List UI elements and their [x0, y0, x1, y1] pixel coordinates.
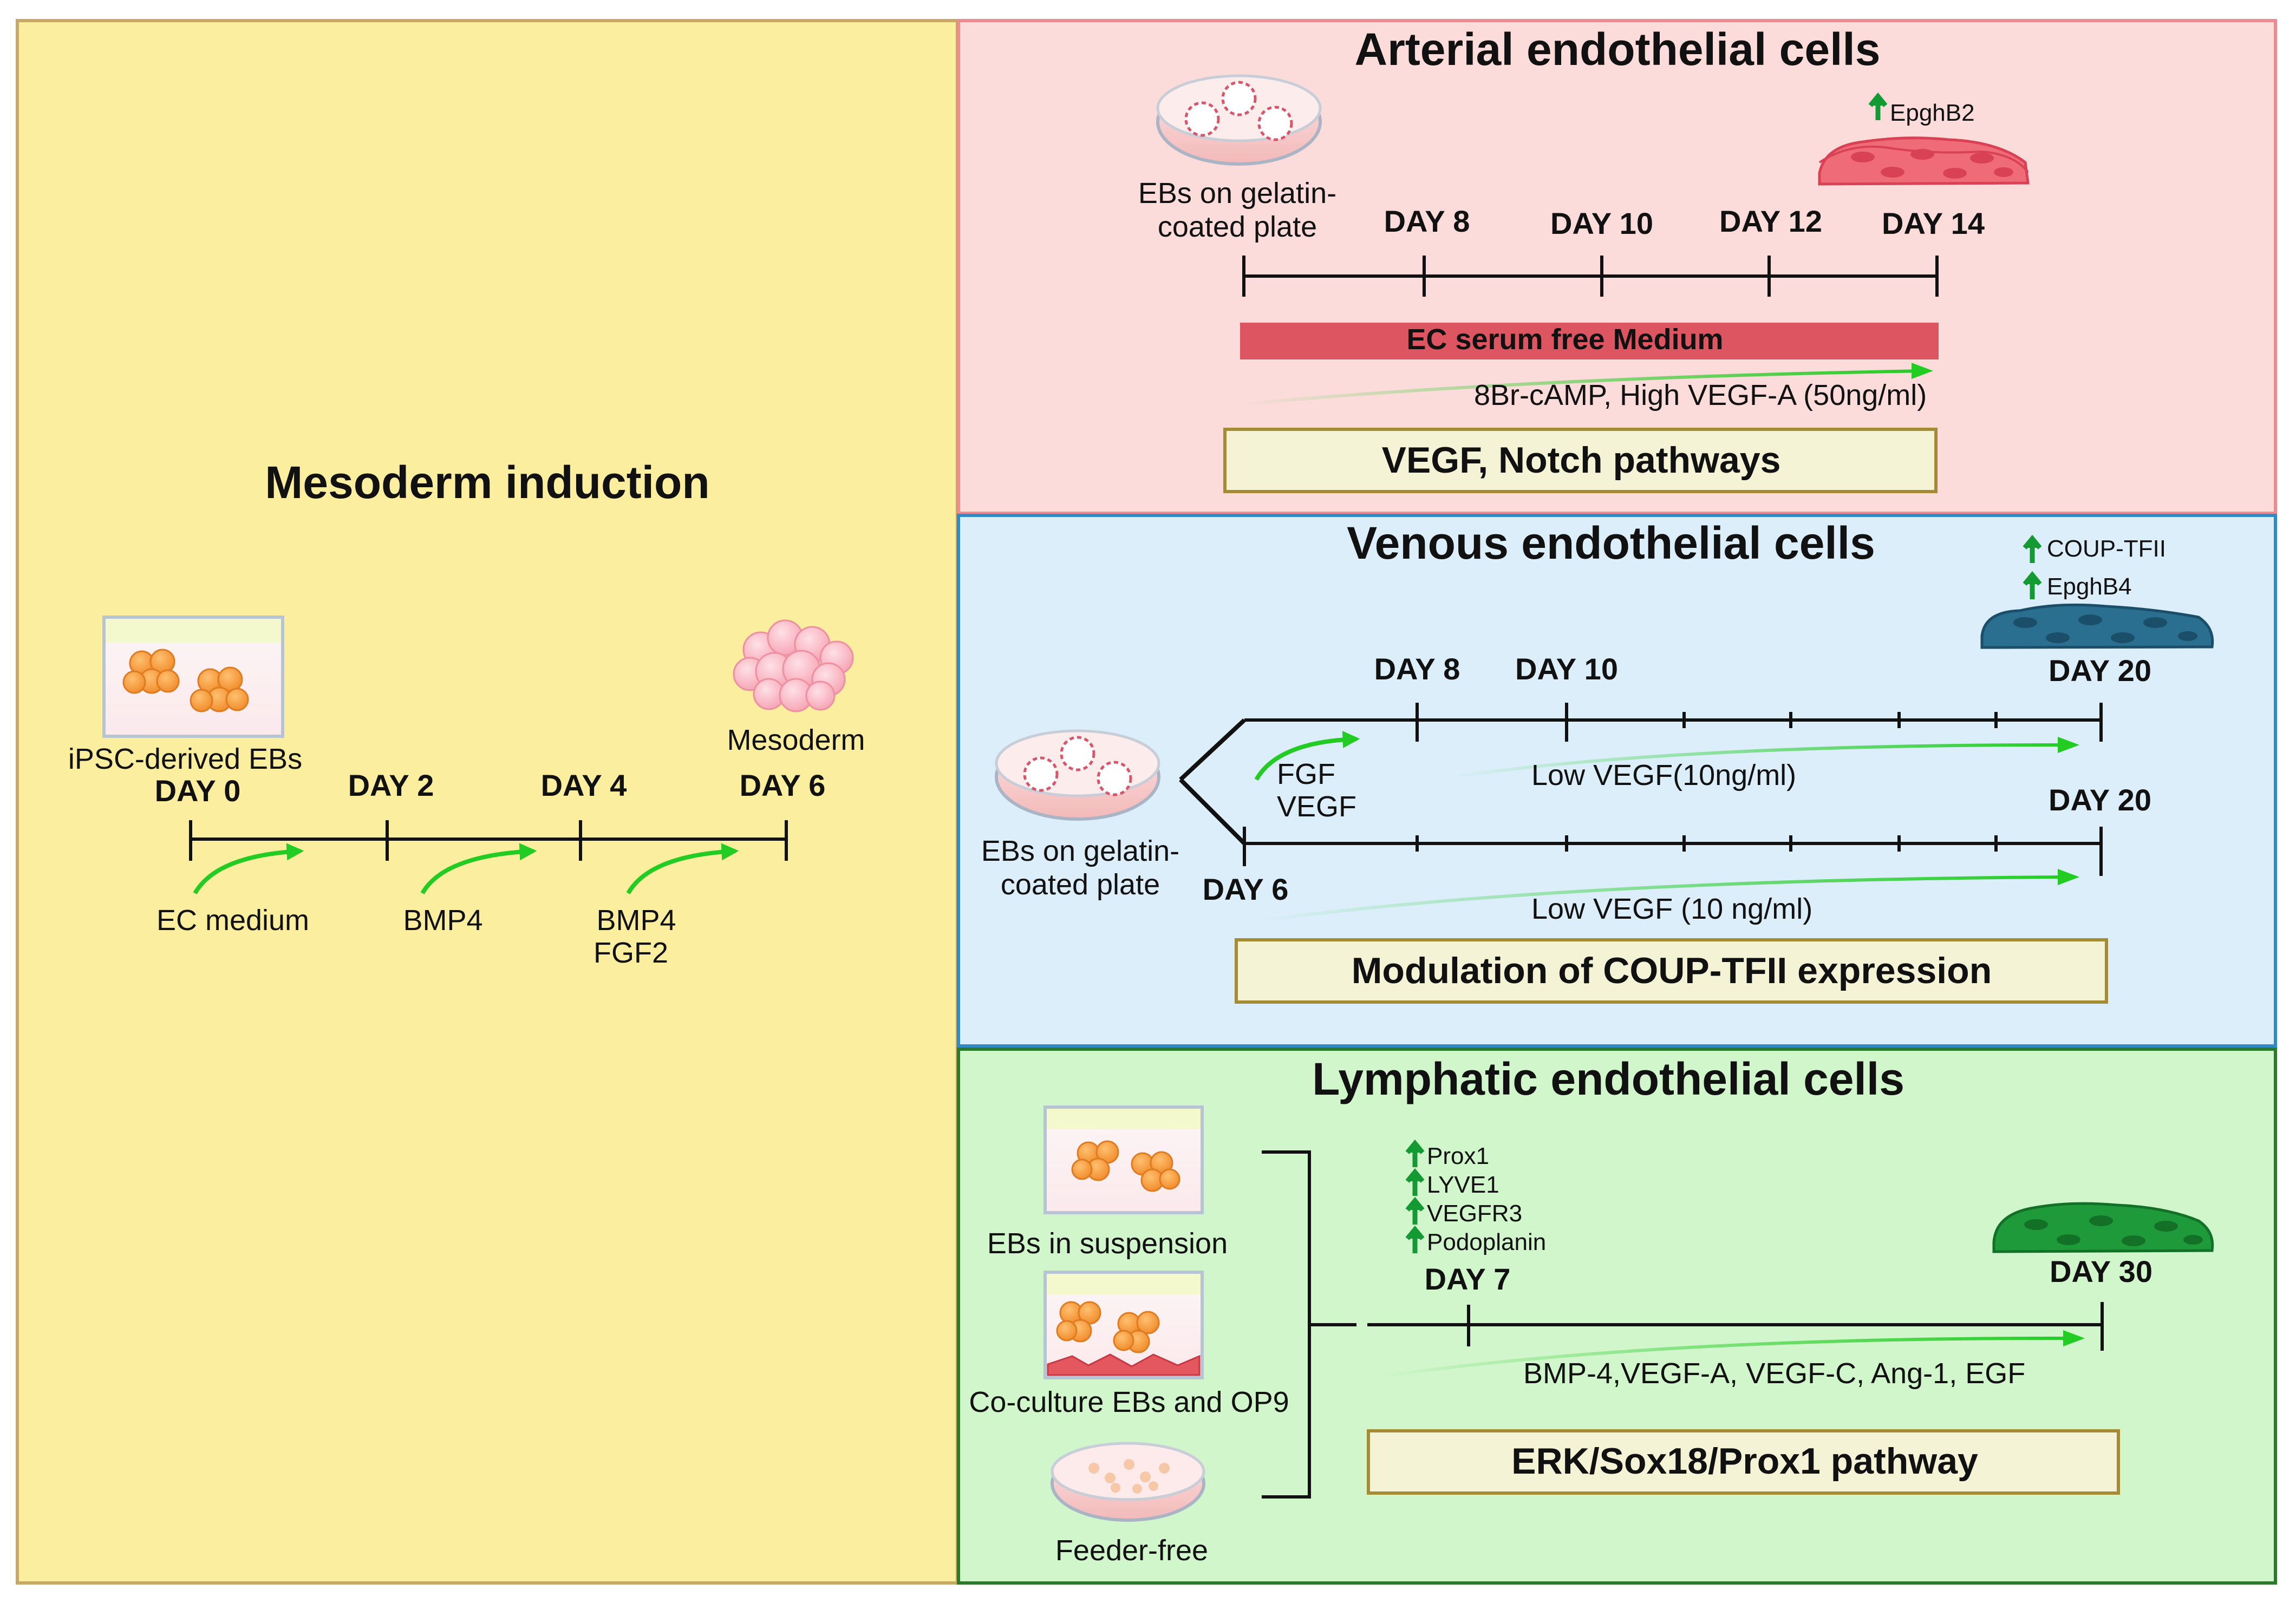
arterial-plate-label-2: coated plate [1158, 211, 1317, 243]
arterial-cells-icon [1818, 136, 2030, 186]
venous-upper-day-8: DAY 8 [1374, 652, 1460, 686]
method-ebs-suspension: EBs in suspension [987, 1227, 1228, 1260]
arterial-marker: EpghB2 [1890, 100, 1975, 126]
lymphatic-day-7: DAY 7 [1425, 1262, 1511, 1296]
arterial-day-14: DAY 14 [1882, 206, 1985, 240]
arterial-plate-label-1: EBs on gelatin- [1138, 177, 1336, 210]
marker-prox1: Prox1 [1427, 1143, 1489, 1169]
arterial-timeline [1242, 256, 1939, 297]
venous-upper-timeline [1244, 703, 2103, 742]
arterial-pathway-box [1223, 428, 1938, 493]
venous-panel: Venous endothelial cells COUP-TFII EpghB… [957, 514, 2277, 1048]
method-coculture-op9: Co-culture EBs and OP9 [969, 1386, 1289, 1418]
venous-lower-factors-arrow-icon [1261, 875, 2069, 922]
lymphatic-pathway: ERK/Sox18/Prox1 pathway [1511, 1441, 1978, 1482]
medium-bar [1240, 323, 1939, 359]
venous-cells-icon [1980, 603, 2214, 649]
venous-title: Venous endothelial cells [1347, 518, 1875, 568]
up-arrow-icon [1405, 1196, 1425, 1225]
mesoderm-label: Mesoderm [727, 724, 865, 756]
lymphatic-panel: Lymphatic endothelial cells EBs in suspe… [957, 1048, 2277, 1585]
method-feeder-free: Feeder-free [1055, 1534, 1208, 1567]
venous-petri-dish-icon [995, 729, 1160, 821]
methods-bracket [1262, 1150, 1356, 1499]
venous-lower-day-6: DAY 6 [1203, 872, 1289, 906]
lymphatic-day-30: DAY 30 [2050, 1254, 2152, 1288]
lymphatic-factors: BMP-4,VEGF-A, VEGF-C, Ang-1, EGF [1523, 1357, 2025, 1390]
mesoderm-day-6: DAY 6 [740, 768, 826, 802]
arterial-panel: Arterial endothelial cells EBs on gelati… [957, 19, 2277, 515]
arterial-petri-dish-icon [1156, 74, 1322, 166]
mesoderm-day-4: DAY 4 [541, 768, 627, 802]
venous-upper-day-20: DAY 20 [2049, 653, 2151, 688]
ipsc-ebs-label: iPSC-derived EBs [68, 743, 302, 775]
marker-vegfr3: VEGFR3 [1427, 1200, 1522, 1227]
venous-lower-day-20: DAY 20 [2049, 783, 2151, 817]
mesoderm-title: Mesoderm induction [265, 457, 709, 508]
mesoderm-panel: Mesoderm induction iPSC-derived EBs Meso… [16, 19, 959, 1585]
lymphatic-timeline [1367, 1302, 2104, 1351]
venous-upper-factors: Low VEGF(10ng/ml) [1531, 759, 1796, 791]
venous-lower-timeline [1243, 827, 2103, 876]
lymphatic-cells-icon [1992, 1202, 2214, 1253]
venous-upper-factors-arrow-icon [1451, 743, 2069, 778]
venous-branch-connector [1179, 718, 1246, 845]
medium-label: EC serum free Medium [1406, 323, 1723, 356]
lymphatic-markers: Prox1 LYVE1 VEGFR3 Podoplanin [1405, 1139, 1546, 1255]
arterial-pathway: VEGF, Notch pathways [1382, 440, 1781, 481]
up-arrow-icon [1868, 92, 1888, 120]
venous-plate-label-1: EBs on gelatin- [981, 835, 1179, 867]
up-arrow-icon [2023, 571, 2042, 599]
up-arrow-icon [2023, 534, 2042, 563]
bmp4-arrow-icon [420, 843, 537, 895]
lymphatic-factors-arrow-icon [1369, 1336, 2075, 1379]
arterial-day-12: DAY 12 [1719, 204, 1822, 238]
marker-podoplanin: Podoplanin [1427, 1229, 1546, 1255]
arterial-day-10: DAY 10 [1550, 206, 1653, 240]
bmp4-fgf2-label-2: FGF2 [593, 937, 668, 969]
venous-pathway-box [1235, 938, 2108, 1004]
bmp4-fgf2-arrow-icon [626, 843, 739, 895]
venous-plate-label-2: coated plate [1001, 868, 1160, 901]
marker-lyve1: LYVE1 [1427, 1172, 1499, 1198]
coculture-op9-icon [1043, 1271, 1204, 1379]
arterial-day-8: DAY 8 [1384, 204, 1470, 238]
feeder-free-dish-icon [1051, 1442, 1205, 1522]
up-arrow-icon [1405, 1139, 1425, 1167]
mesoderm-cluster-icon [733, 619, 854, 712]
arterial-title: Arterial endothelial cells [1354, 24, 1880, 75]
lymphatic-pathway-box [1367, 1429, 2120, 1495]
venous-marker-coup: COUP-TFII [2047, 535, 2166, 562]
lymphatic-title: Lymphatic endothelial cells [1312, 1054, 1904, 1104]
mesoderm-timeline [189, 820, 788, 861]
arterial-factors-arrow-icon [1234, 369, 1928, 407]
arterial-factors: 8Br-cAMP, High VEGF-A (50ng/ml) [1474, 379, 1927, 411]
ec-medium-arrow-icon [193, 843, 304, 895]
mesoderm-day-0: DAY 0 [155, 774, 241, 808]
up-arrow-icon [1405, 1225, 1425, 1253]
venous-pathway: Modulation of COUP-TFII expression [1352, 950, 1992, 991]
bmp4-label: BMP4 [403, 904, 482, 937]
bmp4-fgf2-label-1: BMP4 [596, 904, 676, 937]
venous-lower-factors: Low VEGF (10 ng/ml) [1531, 893, 1812, 925]
mesoderm-day-2: DAY 2 [348, 768, 434, 802]
fgf-label: FGF [1277, 758, 1335, 790]
vegf-label: VEGF [1277, 790, 1356, 823]
venous-marker-ephb4: EpghB4 [2047, 573, 2132, 600]
ipsc-ebs-container-icon [102, 616, 284, 738]
ec-medium-label: EC medium [156, 904, 309, 937]
venous-upper-day-10: DAY 10 [1515, 652, 1618, 686]
ebs-suspension-icon [1043, 1105, 1204, 1214]
fgf-vegf-arrow-icon [1254, 730, 1360, 781]
up-arrow-icon [1405, 1168, 1425, 1196]
